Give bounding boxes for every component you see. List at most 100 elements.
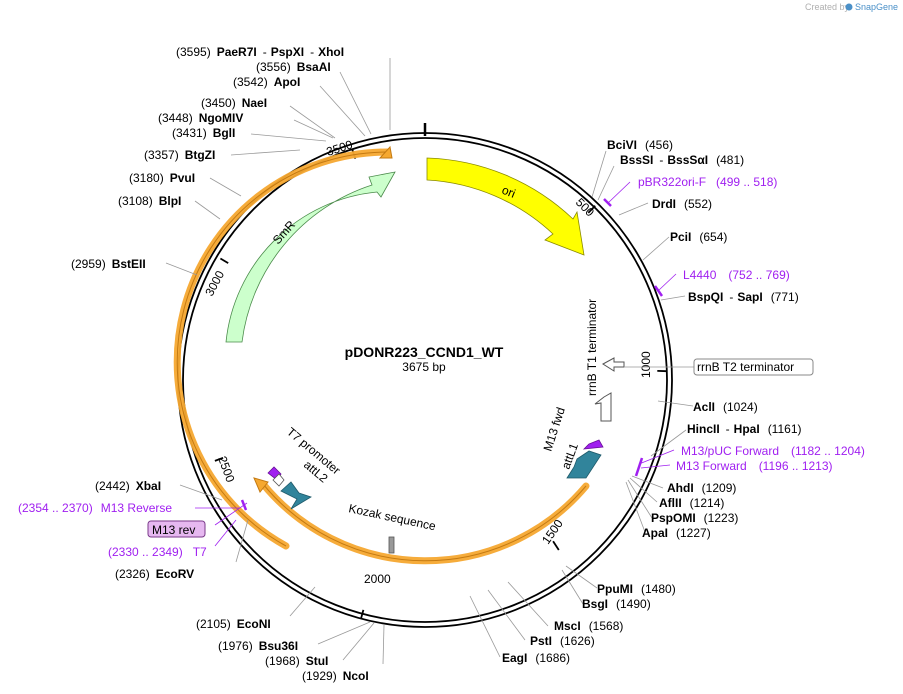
site-hincii: HincII-HpaI(1161) (687, 422, 801, 436)
leader-pspomi (627, 479, 653, 519)
leader-apai (625, 481, 646, 533)
site-bgli: (3431)BglI (172, 126, 235, 140)
primer-m13-reverse: (2354 .. 2370)M13 Reverse (18, 501, 172, 515)
leader-bgli (250, 133, 327, 142)
site-acli: AclI(1024) (693, 400, 758, 414)
leader-psti (487, 589, 526, 641)
rrnb-t2-terminator-feature[interactable] (602, 357, 625, 372)
smr-feature[interactable] (225, 171, 396, 343)
site-btgzi: (3357)BtgZI (144, 148, 215, 162)
leader-t7 (214, 519, 237, 547)
leader-bspqi (660, 295, 686, 301)
leader-pbr322ori-f (607, 181, 631, 204)
m13-fwd-label: M13 fwd (541, 405, 568, 452)
site-psti: PstI(1626) (530, 634, 595, 648)
tick-label-3000: 3000 (202, 268, 227, 298)
insert-highlight-left-edge (176, 151, 388, 547)
attl1-feature[interactable] (566, 450, 602, 479)
site-labels-left: (3595)PaeR7I-PspXI-XhoI (3556)BsaAI (354… (71, 45, 369, 683)
leader-bsu36i (317, 621, 371, 645)
site-bsteii: (2959)BstEII (71, 257, 146, 271)
primer-pbr322ori-f: pBR322ori-F(499 .. 518) (638, 175, 777, 189)
tick-2500 (214, 456, 224, 462)
insert-highlight-bottom-edge (262, 483, 587, 562)
leader-m13puc-forward (638, 449, 675, 465)
leader-l4440 (658, 273, 677, 291)
leader-naei (289, 105, 336, 139)
leader-apoi (319, 85, 366, 137)
site-pvui: (3180)PvuI (129, 171, 195, 185)
primer-mark-m13-forward (634, 457, 644, 477)
insert-highlight (173, 145, 590, 565)
site-pcii: PciI(654) (670, 230, 727, 244)
rrnb-t1-terminator-feature[interactable] (594, 392, 612, 422)
leader-m13-forward (640, 464, 671, 469)
leader-drdi (618, 202, 649, 216)
primer-mark-l4440 (653, 285, 664, 297)
ori-feature[interactable] (426, 157, 585, 256)
primer-leader-lines (195, 181, 677, 547)
plasmid-name: pDONR223_CCND1_WT (345, 344, 504, 360)
tick-label-2000: 2000 (364, 572, 391, 586)
primer-marks (240, 198, 664, 511)
site-bsssi: BssSI-BssSαI(481) (620, 153, 744, 167)
tick-label-1000: 1000 (639, 351, 653, 378)
primer-m13-rev: M13 rev (152, 523, 195, 537)
site-bsaai: (3556)BsaAI (256, 60, 331, 74)
site-labels-right: BciVI(456) BssSI-BssSαI(481) DrdI(552) P… (502, 138, 801, 665)
site-msci: MscI(1568) (554, 619, 623, 633)
site-eagi: EagI(1686) (502, 651, 570, 665)
leader-lines (165, 58, 694, 665)
leader-pvui (209, 177, 242, 197)
leader-bsssi (597, 165, 615, 201)
attl2-feature[interactable] (280, 481, 312, 510)
t7-promoter-feature[interactable] (272, 473, 285, 487)
site-bspqi: BspQI-SapI(771) (688, 290, 799, 304)
tick-label-2500: 2500 (215, 454, 237, 484)
site-bsu36i: (1976)Bsu36I (218, 639, 298, 653)
primer-m13-rev-box (147, 520, 206, 538)
leader-aflii (629, 477, 658, 503)
site-bsgi: BsgI(1490) (582, 597, 651, 611)
leader-ppumi (565, 565, 598, 589)
tick-500 (587, 205, 596, 214)
leader-pcii (642, 236, 670, 261)
insert-arrow-top-icon (378, 145, 393, 159)
leader-bsaai (339, 71, 372, 135)
leader-econi (289, 586, 316, 617)
primer-m13puc-forward: M13/pUC Forward(1182 .. 1204) (681, 444, 865, 458)
snapgene-credit: Created by SnapGene (805, 2, 898, 12)
site-drdi: DrdI(552) (652, 197, 712, 211)
site-stui: (1968)StuI (265, 654, 328, 668)
m13-fwd-feature[interactable] (582, 439, 604, 450)
kozak-sequence-feature[interactable] (388, 536, 395, 554)
tick-3000 (219, 257, 229, 264)
site-blpi: (3108)BlpI (118, 194, 181, 208)
leader-ahdi (631, 475, 664, 489)
leader-bsgi (561, 569, 584, 605)
insert-arrow-bottom-icon (253, 477, 269, 493)
site-naei: (3450)NaeI (201, 96, 267, 110)
primer-mark-m13-reverse (240, 499, 248, 511)
site-ahdi: AhdI(1209) (667, 481, 736, 495)
site-ppumi: PpuMI(1480) (597, 582, 676, 596)
primer-labels: pBR322ori-F(499 .. 518) L4440(752 .. 769… (18, 175, 865, 559)
rrnb-t2-label-box (693, 358, 814, 376)
snapgene-logo-icon (845, 3, 853, 11)
rrnb-t1-label: rrnB T1 terminator (585, 299, 599, 396)
credit-brand: SnapGene (855, 2, 898, 12)
leader-eagi (469, 595, 501, 658)
rrnb-t2-label: rrnB T2 terminator (697, 360, 794, 374)
site-pspomi: PspOMI(1223) (651, 511, 738, 525)
leader-blpi (194, 200, 221, 220)
credit-prefix: Created by (805, 2, 850, 12)
leader-msci (507, 581, 549, 627)
leader-acli (657, 400, 694, 407)
backbone-inner-strand (182, 137, 668, 623)
leader-stui (342, 622, 375, 661)
site-apoi: (3542)ApoI (233, 75, 300, 89)
tick-2000 (360, 609, 365, 619)
ori-label: ori (500, 183, 518, 201)
leader-bsteii (165, 262, 198, 276)
